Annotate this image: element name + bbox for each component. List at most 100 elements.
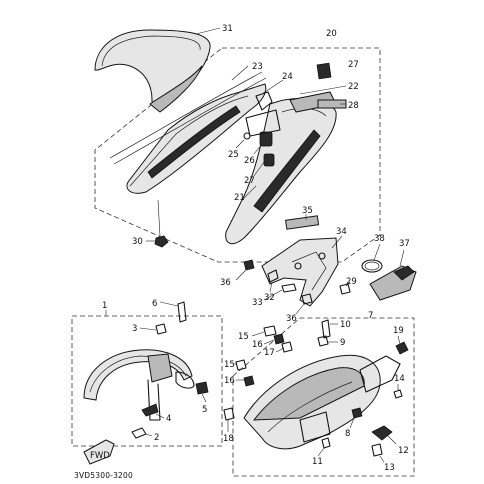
leader-17	[275, 347, 285, 353]
screw-10[interactable]	[321, 319, 331, 339]
grommet-9[interactable]	[317, 335, 329, 347]
front-fender[interactable]	[83, 349, 195, 401]
bolt-32[interactable]	[267, 269, 279, 283]
rear-fender[interactable]	[243, 354, 381, 450]
callout-24: 24	[282, 72, 293, 82]
leader-21	[241, 185, 257, 201]
plate-12[interactable]	[371, 425, 393, 441]
callout-27-top: 27	[348, 60, 359, 70]
bolt-17[interactable]	[281, 341, 293, 353]
callout-10: 10	[340, 320, 351, 330]
callout-14: 14	[394, 374, 405, 384]
bracket-27-mid[interactable]	[245, 109, 281, 137]
leader-33	[263, 289, 283, 301]
nut-30[interactable]	[154, 235, 169, 248]
callout-18: 18	[223, 434, 234, 444]
group-boundary-1	[71, 315, 223, 447]
callout-25: 25	[228, 150, 239, 160]
callout-30: 30	[132, 237, 143, 247]
leader-38	[373, 243, 381, 261]
rear-bracket[interactable]	[261, 237, 339, 307]
callout-8: 8	[345, 429, 350, 439]
leader-26	[253, 143, 263, 155]
bolt-29[interactable]	[339, 283, 351, 295]
clip-19[interactable]	[395, 341, 409, 355]
bolt-18[interactable]	[223, 407, 235, 421]
leader-37	[399, 249, 405, 267]
callout-7: 7	[368, 311, 373, 321]
leader-25	[235, 139, 245, 149]
rear-fender-stay[interactable]	[359, 355, 401, 393]
group-boundary-20	[94, 47, 381, 263]
seat-strap-2	[113, 77, 267, 165]
callout-19: 19	[393, 326, 404, 336]
damper-26[interactable]	[259, 131, 273, 147]
leader-2	[145, 433, 153, 437]
collar-5[interactable]	[195, 381, 209, 395]
callout-37: 37	[399, 239, 410, 249]
collar-16-lower[interactable]	[243, 375, 255, 387]
side-cover-left[interactable]	[126, 83, 267, 194]
leader-24	[261, 79, 284, 95]
bolt-36-lower[interactable]	[301, 293, 313, 305]
callout-32: 32	[264, 293, 275, 303]
bolt-13[interactable]	[371, 443, 383, 457]
leader-3	[139, 327, 157, 331]
leader-11	[317, 447, 325, 457]
leader-23	[231, 65, 249, 81]
fwd-arrow: FWD	[83, 439, 115, 465]
leader-15-upper	[251, 331, 265, 337]
callout-12: 12	[398, 446, 409, 456]
bolt-15-lower[interactable]	[235, 359, 247, 371]
callout-15-upper: 15	[238, 332, 249, 342]
seat[interactable]	[94, 29, 211, 113]
cover-pad-27-top[interactable]	[316, 62, 332, 80]
bag-37-top	[393, 265, 415, 281]
callout-4: 4	[166, 414, 171, 424]
grab-bracket-24[interactable]	[255, 91, 273, 111]
callout-26: 26	[244, 156, 255, 166]
fwd-label: FWD	[90, 451, 110, 461]
bolt-6[interactable]	[177, 301, 187, 323]
callout-31: 31	[222, 24, 233, 34]
damper-27[interactable]	[263, 153, 275, 167]
callout-6: 6	[152, 299, 157, 309]
callout-16-lower: 16	[224, 376, 235, 386]
leader-12	[387, 435, 397, 445]
callout-35: 35	[302, 206, 313, 216]
leader-36-upper	[235, 269, 247, 281]
seat-strap	[109, 71, 263, 159]
fender-stay[interactable]	[147, 379, 161, 421]
group-boundary-7	[232, 317, 415, 477]
bolt-2[interactable]	[131, 427, 147, 439]
callout-23: 23	[252, 62, 263, 72]
nut-8[interactable]	[351, 407, 363, 419]
callout-1: 1	[102, 301, 107, 311]
screw-3[interactable]	[155, 323, 167, 335]
bolt-14[interactable]	[393, 389, 403, 399]
leader-34	[331, 235, 343, 249]
leader-16-upper	[263, 339, 275, 345]
callout-9: 9	[340, 338, 345, 348]
leader-5	[201, 393, 207, 403]
callout-29: 29	[346, 277, 357, 287]
band-38[interactable]	[361, 259, 383, 273]
callout-33: 33	[252, 298, 263, 308]
clamp-4[interactable]	[141, 403, 159, 417]
collar-16-upper[interactable]	[273, 333, 285, 345]
diagram-code: 3VD5300-3200	[74, 471, 133, 480]
bolt-36-upper[interactable]	[243, 259, 255, 271]
bolt-11[interactable]	[321, 437, 331, 449]
bolt-15-upper[interactable]	[263, 325, 277, 337]
leader-19	[397, 335, 401, 345]
band-38-inner	[364, 261, 380, 271]
bolt-25[interactable]	[243, 132, 251, 140]
callout-5: 5	[202, 405, 207, 415]
seat-leader-line	[195, 27, 221, 35]
tail-side-cover-right[interactable]	[225, 91, 337, 245]
callout-16-upper: 16	[252, 340, 263, 350]
bolt-33[interactable]	[281, 283, 297, 293]
leader-22	[299, 85, 347, 95]
callout-34: 34	[336, 227, 347, 237]
rubber-pad-35[interactable]	[285, 215, 320, 230]
